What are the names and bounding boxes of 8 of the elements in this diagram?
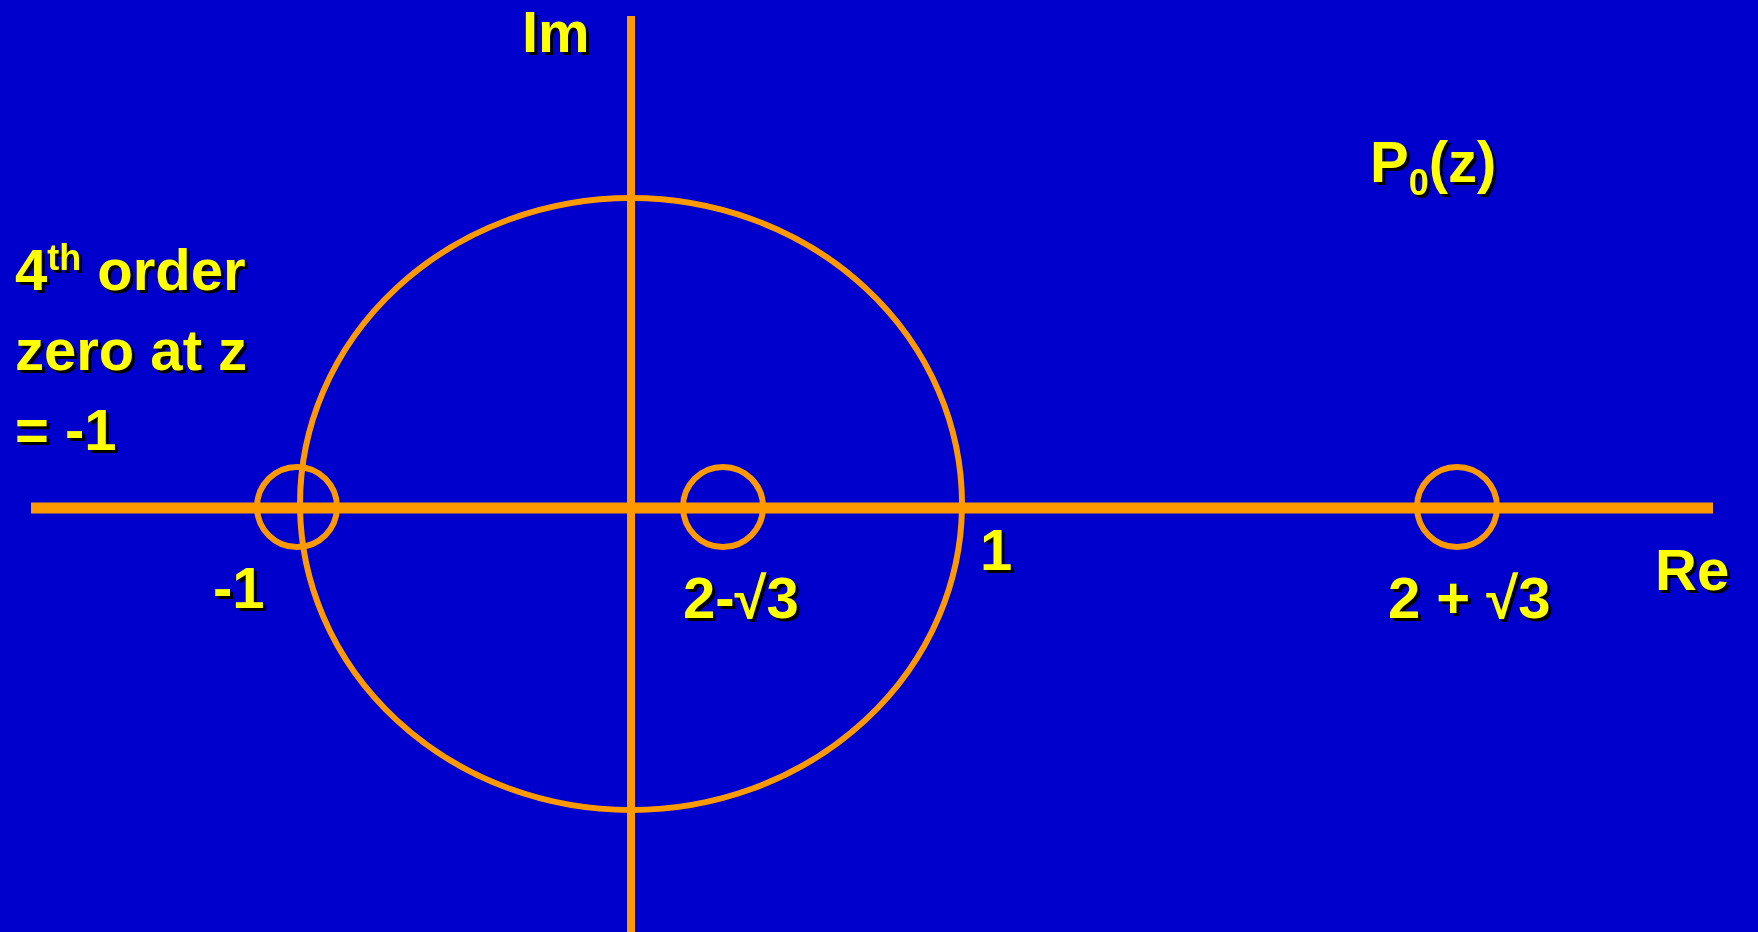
- axis-label: Re: [1655, 536, 1730, 604]
- tick-label: -1: [213, 554, 265, 622]
- zero-label: 2 + √3: [1388, 564, 1551, 632]
- tick-label: 1: [980, 516, 1013, 584]
- zero-label: 2-√3: [683, 564, 799, 632]
- axis-label: Im: [522, 0, 590, 66]
- function-label: P$_{0}$(z): [1370, 128, 1497, 202]
- annotation-text: 4$^{th}$ order zero at z = -1: [15, 235, 249, 464]
